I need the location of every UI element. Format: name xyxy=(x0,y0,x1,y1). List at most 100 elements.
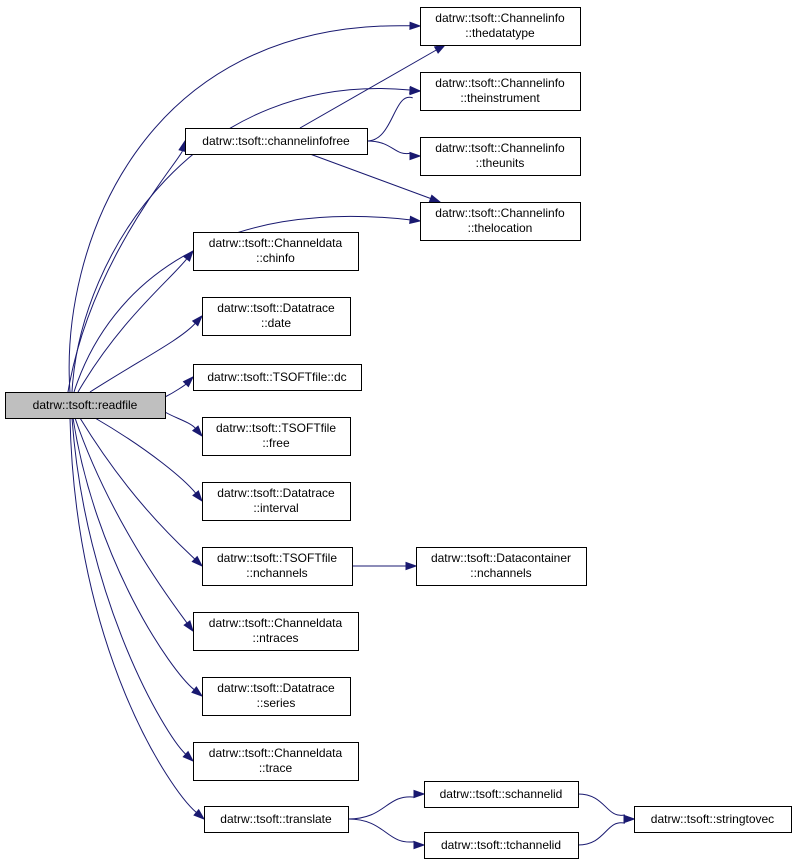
node-label-line2: ::theinstrument xyxy=(460,91,540,105)
node-label: datrw::tsoft::Datatrace xyxy=(217,486,335,500)
edge-arrowhead xyxy=(405,561,418,571)
edge-translate-to-tchannelid xyxy=(347,818,426,850)
node-label-line2: ::date xyxy=(261,316,291,330)
edge-line xyxy=(69,417,197,813)
node-label: datrw::tsoft::stringtovec xyxy=(651,812,774,826)
call-edges xyxy=(67,21,636,850)
edge-line xyxy=(347,818,415,843)
edge-readfile-to-trace xyxy=(71,417,195,763)
node-translate[interactable]: datrw::tsoft::translate xyxy=(204,806,349,833)
node-label-line2: ::free xyxy=(262,436,290,450)
node-schannelid[interactable]: datrw::tsoft::schannelid xyxy=(424,781,579,808)
node-dc_nchannels[interactable]: datrw::tsoft::Datacontainer::nchannels xyxy=(416,547,587,586)
node-tchannelid[interactable]: datrw::tsoft::tchannelid xyxy=(424,832,579,859)
node-free[interactable]: datrw::tsoft::TSOFTfile::free xyxy=(202,417,351,456)
node-label: datrw::tsoft::Datatrace xyxy=(217,301,335,315)
edge-readfile-to-date xyxy=(89,314,204,393)
node-box xyxy=(202,297,351,336)
edge-line xyxy=(71,88,411,393)
node-box xyxy=(204,806,349,833)
edge-line xyxy=(577,822,626,846)
edge-line xyxy=(309,153,431,199)
node-nchannels[interactable]: datrw::tsoft::TSOFTfile::nchannels xyxy=(202,547,353,586)
node-box xyxy=(5,392,166,419)
node-theunits[interactable]: datrw::tsoft::Channelinfo::theunits xyxy=(420,137,581,176)
node-label: datrw::tsoft::schannelid xyxy=(440,787,563,801)
node-label: datrw::tsoft::TSOFTfile xyxy=(216,421,336,435)
node-label-line2: ::trace xyxy=(259,761,293,775)
node-theinstrument[interactable]: datrw::tsoft::Channelinfo::theinstrument xyxy=(420,72,581,111)
node-box xyxy=(193,364,362,391)
edge-translate-to-schannelid xyxy=(347,789,426,820)
node-label: datrw::tsoft::readfile xyxy=(33,398,138,412)
edge-arrowhead xyxy=(183,620,194,633)
edge-line xyxy=(347,796,415,820)
node-label: datrw::tsoft::translate xyxy=(220,812,332,826)
node-stringtovec[interactable]: datrw::tsoft::stringtovec xyxy=(634,806,792,833)
edge-line xyxy=(299,49,437,129)
node-label: datrw::tsoft::Channelinfo xyxy=(435,76,565,90)
node-label: datrw::tsoft::Datacontainer xyxy=(431,551,571,565)
edge-line xyxy=(74,417,188,624)
edge-line xyxy=(73,215,411,393)
edge-readfile-to-chinfo xyxy=(77,249,194,393)
node-dc[interactable]: datrw::tsoft::TSOFTfile::dc xyxy=(193,364,362,391)
node-box xyxy=(202,677,351,716)
node-interval[interactable]: datrw::tsoft::Datatrace::interval xyxy=(202,482,351,521)
edge-readfile-to-nchannels xyxy=(79,417,204,568)
node-label: datrw::tsoft::Channelinfo xyxy=(435,141,565,155)
edge-arrowhead xyxy=(182,750,195,763)
edge-arrowhead xyxy=(409,21,422,30)
node-thelocation[interactable]: datrw::tsoft::Channelinfo::thelocation xyxy=(420,202,581,241)
node-label-line2: ::thedatatype xyxy=(465,26,535,40)
node-ntraces[interactable]: datrw::tsoft::Channeldata::ntraces xyxy=(193,612,359,651)
edge-line xyxy=(164,383,187,398)
edge-arrowhead xyxy=(193,808,206,820)
node-label-line2: ::chinfo xyxy=(256,251,295,265)
edge-line xyxy=(577,793,626,816)
node-series[interactable]: datrw::tsoft::Datatrace::series xyxy=(202,677,351,716)
edge-arrowhead xyxy=(182,375,195,388)
node-label-line2: ::nchannels xyxy=(246,566,307,580)
node-date[interactable]: datrw::tsoft::Datatrace::date xyxy=(202,297,351,336)
node-channelinfofree[interactable]: datrw::tsoft::channelinfofree xyxy=(185,128,368,155)
node-box xyxy=(193,742,359,781)
node-label-line2: ::thelocation xyxy=(468,221,533,235)
edge-readfile-to-translate xyxy=(69,417,206,820)
edge-readfile-to-ntraces xyxy=(74,417,194,633)
edge-channelinfofree-to-theunits xyxy=(366,140,422,161)
edge-readfile-to-thedatatype xyxy=(68,21,422,393)
node-box xyxy=(420,7,581,46)
edge-line xyxy=(72,417,195,691)
node-box xyxy=(420,137,581,176)
node-box xyxy=(193,232,359,271)
edge-line xyxy=(366,140,411,155)
edge-arrowhead xyxy=(433,44,447,54)
edge-line xyxy=(366,96,413,142)
edge-arrowhead xyxy=(178,139,187,153)
edge-arrowhead xyxy=(623,814,636,824)
node-box xyxy=(634,806,792,833)
edge-line xyxy=(77,258,188,393)
edge-line xyxy=(68,25,411,393)
node-box xyxy=(424,832,579,859)
edge-arrowhead xyxy=(183,249,194,262)
node-label: datrw::tsoft::channelinfofree xyxy=(202,134,350,148)
node-box xyxy=(193,612,359,651)
node-readfile[interactable]: datrw::tsoft::readfile xyxy=(5,392,166,419)
node-box xyxy=(202,547,353,586)
edge-readfile-to-thelocation xyxy=(73,215,422,393)
node-label: datrw::tsoft::Channelinfo xyxy=(435,11,565,25)
edge-readfile-to-series xyxy=(72,417,204,697)
node-label: datrw::tsoft::TSOFTfile xyxy=(217,551,337,565)
node-chinfo[interactable]: datrw::tsoft::Channeldata::chinfo xyxy=(193,232,359,271)
edge-line xyxy=(164,411,196,429)
edge-line xyxy=(67,150,183,393)
node-label: datrw::tsoft::Channeldata xyxy=(209,616,343,630)
node-thedatatype[interactable]: datrw::tsoft::Channelinfo::thedatatype xyxy=(420,7,581,46)
edge-arrowhead xyxy=(409,151,422,161)
node-trace[interactable]: datrw::tsoft::Channeldata::trace xyxy=(193,742,359,781)
node-label-line2: ::theunits xyxy=(476,156,525,170)
node-label: datrw::tsoft::tchannelid xyxy=(441,838,561,852)
